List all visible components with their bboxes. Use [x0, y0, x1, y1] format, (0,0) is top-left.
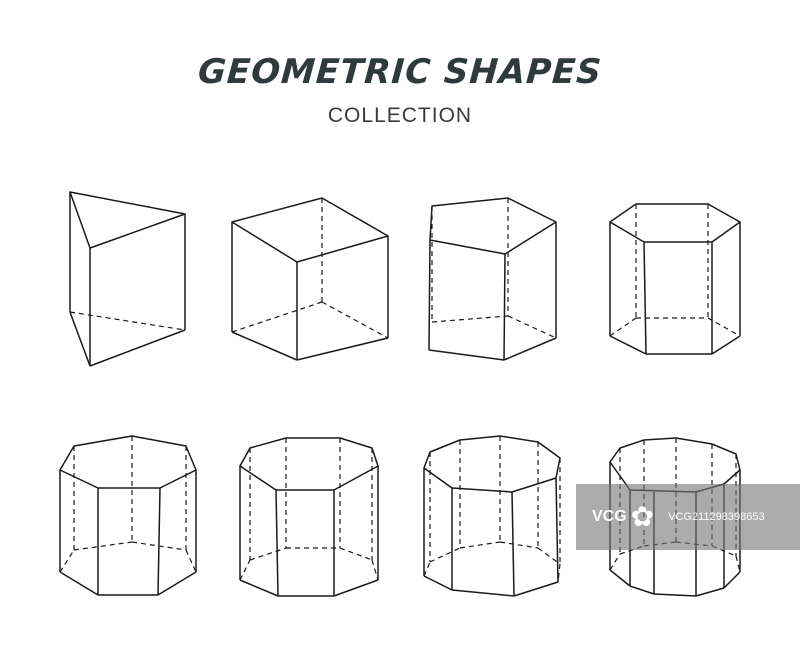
nonagonal-prism-icon — [423, 435, 561, 597]
triangular-prism-icon — [69, 191, 186, 367]
hexagonal-prism-icon — [609, 203, 741, 355]
cube-icon — [231, 197, 389, 361]
watermark-banner: VCG ✿ VCG211298398653 — [576, 484, 800, 550]
watermark-logo: VCG — [592, 508, 627, 525]
page-subtitle: COLLECTION — [327, 104, 473, 127]
heptagonal-prism-icon — [59, 435, 197, 596]
octagonal-prism-icon — [239, 437, 379, 597]
watermark-flower-icon: ✿ — [630, 500, 655, 533]
watermark-id: VCG211298398653 — [668, 511, 765, 523]
pentagonal-prism-icon — [428, 197, 557, 361]
